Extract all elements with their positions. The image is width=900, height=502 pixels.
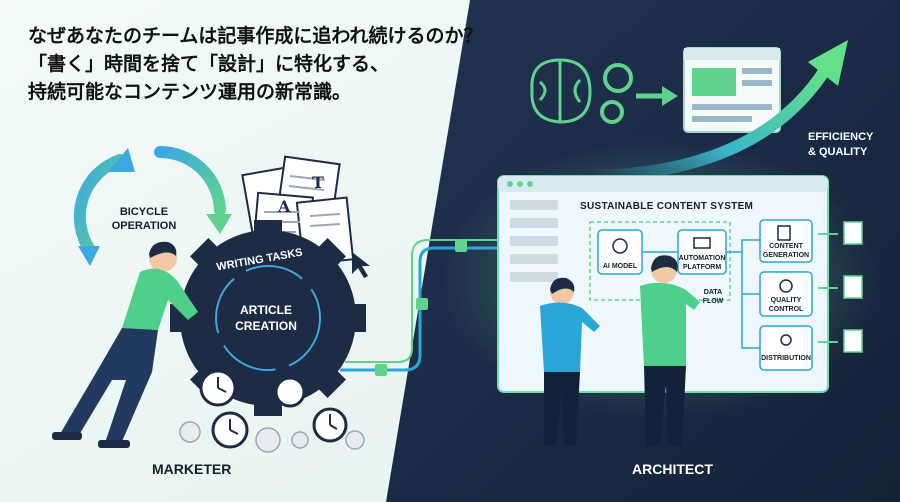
marketer-figure: [52, 241, 198, 448]
architect-figure-right: [640, 255, 700, 446]
cycle-arrows-icon: [73, 146, 226, 256]
content-icon: [777, 225, 791, 241]
crumpled-paper-icons: [179, 421, 365, 453]
data-flow-line-1: DATA: [703, 289, 723, 296]
cursor-icon: [352, 252, 370, 278]
quality-line-1: QUALITY: [770, 297, 802, 304]
headline-line-3: 持続可能なコンテンツ運用の新常識。: [28, 81, 352, 103]
gear-center-line-2: CREATION: [235, 319, 297, 333]
svg-text:A: A: [277, 197, 291, 216]
automation-line-1: AUTOMATION: [678, 255, 726, 262]
efficiency-line-1: EFFICIENCY: [808, 131, 874, 143]
cycle-label-line-1: BICYCLE: [119, 206, 169, 218]
cycle-label: BICYCLE OPERATION: [96, 205, 192, 233]
content-generation-label: CONTENT GENERATION: [760, 242, 812, 260]
efficiency-label: EFFICIENCY & QUALITY: [808, 130, 873, 160]
content-line-2: GENERATION: [762, 252, 810, 259]
headline-line-1: なぜあなたのチームは記事作成に追われ続けるのか？: [28, 25, 483, 47]
gear-center-label: ARTICLE CREATION: [226, 302, 306, 334]
content-line-1: CONTENT: [769, 243, 803, 250]
ai-model-icon: [612, 238, 628, 254]
system-title: SUSTAINABLE CONTENT SYSTEM: [580, 201, 754, 212]
webpage-icon: [683, 47, 781, 133]
automation-icon: [693, 237, 711, 249]
output-document-icons: [843, 221, 863, 353]
efficiency-line-2: & QUALITY: [808, 146, 868, 158]
quality-icon: [779, 279, 793, 293]
cycle-label-line-2: OPERATION: [111, 220, 177, 232]
data-flow-label: DATA FLOW: [698, 288, 728, 306]
headline-line-2: 「書く」時間を捨て「設計」に特化する、: [28, 53, 390, 75]
architect-label: ARCHITECT: [632, 461, 713, 477]
gear-icon: [600, 63, 633, 124]
brain-icon: [530, 58, 592, 124]
data-flow-line-2: FLOW: [702, 298, 724, 305]
distribution-label: DISTRIBUTION: [761, 355, 811, 362]
architect-figure-left: [540, 277, 600, 446]
share-icon: [780, 334, 792, 346]
quality-control-label: QUALITY CONTROL: [760, 296, 812, 314]
marketer-label: MARKETER: [152, 461, 232, 477]
quality-line-2: CONTROL: [768, 306, 804, 313]
gear-center-line-1: ARTICLE: [240, 303, 292, 317]
ai-model-label: AI MODEL: [602, 263, 638, 270]
automation-line-2: PLATFORM: [682, 264, 722, 271]
arrow-right-icon: [636, 86, 678, 106]
headline: なぜあなたのチームは記事作成に追われ続けるのか？ 「書く」時間を捨て「設計」に特…: [28, 22, 498, 106]
svg-text:T: T: [312, 173, 324, 192]
automation-label: AUTOMATION PLATFORM: [678, 254, 726, 272]
